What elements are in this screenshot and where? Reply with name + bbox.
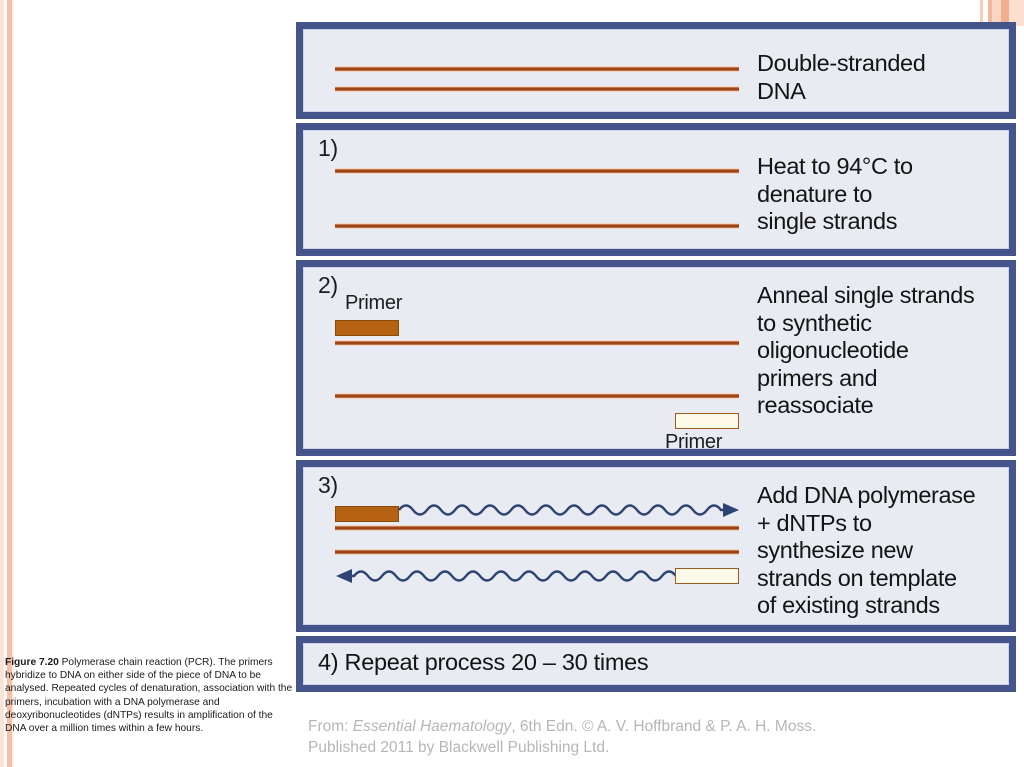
- dna-strand-bottom: [335, 393, 739, 399]
- dna-strand-bottom: [335, 86, 739, 92]
- pcr-panel-repeat: 4) Repeat process 20 – 30 times: [296, 636, 1016, 692]
- step-number: 3): [318, 472, 338, 498]
- dna-strand-bottom: [335, 223, 739, 229]
- left-edge-decoration: [0, 0, 14, 767]
- top-stripe-band-6: [1001, 0, 1009, 26]
- attribution-line2: Published 2011 by Blackwell Publishing L…: [308, 739, 610, 756]
- panel-inner: 3) Add DNA polymerase + dNTPs to synthes…: [303, 467, 1009, 625]
- primer-box-open: [675, 568, 739, 584]
- primer-box-filled: [335, 320, 399, 336]
- repeat-step-text: 4) Repeat process 20 – 30 times: [318, 649, 649, 675]
- pcr-panel-anneal: 2) Primer Primer Anneal single strands t…: [296, 260, 1016, 456]
- left-stripe-band-3: [7, 0, 12, 767]
- figure-caption-body: Polymerase chain reaction (PCR). The pri…: [5, 657, 293, 735]
- panel-caption: Anneal single strands to synthetic oligo…: [757, 282, 975, 418]
- pcr-diagram: Double-stranded DNA 1) Heat to 94°C to d…: [296, 22, 1016, 704]
- top-stripe-band-7: [1009, 0, 1024, 26]
- step-number: 2): [318, 272, 338, 298]
- top-right-decoration: [974, 0, 1024, 26]
- primer-box-filled: [335, 506, 399, 522]
- dna-strand-top: [335, 168, 739, 174]
- top-stripe-band-1: [974, 0, 980, 26]
- new-strand-wave-top-icon: [398, 503, 739, 517]
- source-attribution: From: Essential Haematology, 6th Edn. © …: [308, 716, 1008, 758]
- panel-inner: 4) Repeat process 20 – 30 times: [303, 643, 1009, 685]
- top-stripe-band-2: [980, 0, 983, 26]
- pcr-panel-extend: 3) Add DNA polymerase + dNTPs to synthes…: [296, 460, 1016, 632]
- figure-caption-label: Figure 7.20: [5, 657, 59, 668]
- attribution-suffix: , 6th Edn. © A. V. Hoffbrand & P. A. H. …: [511, 718, 817, 735]
- dna-strand-top: [335, 66, 739, 72]
- dna-strand-template-bottom: [335, 549, 739, 555]
- left-stripe-band-1: [0, 0, 4, 767]
- panel-caption: Heat to 94°C to denature to single stran…: [757, 153, 913, 234]
- figure-caption: Figure 7.20 Polymerase chain reaction (P…: [5, 656, 295, 735]
- new-strand-wave-bottom-icon: [336, 569, 677, 583]
- primer-label-bottom: Primer: [665, 431, 723, 453]
- panel-inner: 1) Heat to 94°C to denature to single st…: [303, 130, 1009, 249]
- dna-strand-top: [335, 340, 739, 346]
- panel-inner: Double-stranded DNA: [303, 29, 1009, 112]
- pcr-panel-denature: 1) Heat to 94°C to denature to single st…: [296, 123, 1016, 256]
- attribution-prefix: From:: [308, 718, 353, 735]
- top-stripe-band-5: [992, 0, 1001, 26]
- panel-caption: Add DNA polymerase + dNTPs to synthesize…: [757, 482, 976, 618]
- step-number: 1): [318, 135, 338, 161]
- primer-box-open: [675, 413, 739, 429]
- panel-caption: Double-stranded DNA: [757, 50, 926, 104]
- attribution-title: Essential Haematology: [352, 718, 512, 735]
- top-stripe-band-3: [983, 0, 988, 26]
- left-stripe-band-2: [4, 0, 7, 767]
- dna-strand-template-top: [335, 525, 739, 531]
- top-stripe-band-4: [988, 0, 992, 26]
- primer-label-top: Primer: [345, 292, 403, 314]
- pcr-panel-double-stranded: Double-stranded DNA: [296, 22, 1016, 119]
- panel-inner: 2) Primer Primer Anneal single strands t…: [303, 267, 1009, 453]
- left-stripe-band-4: [12, 0, 14, 767]
